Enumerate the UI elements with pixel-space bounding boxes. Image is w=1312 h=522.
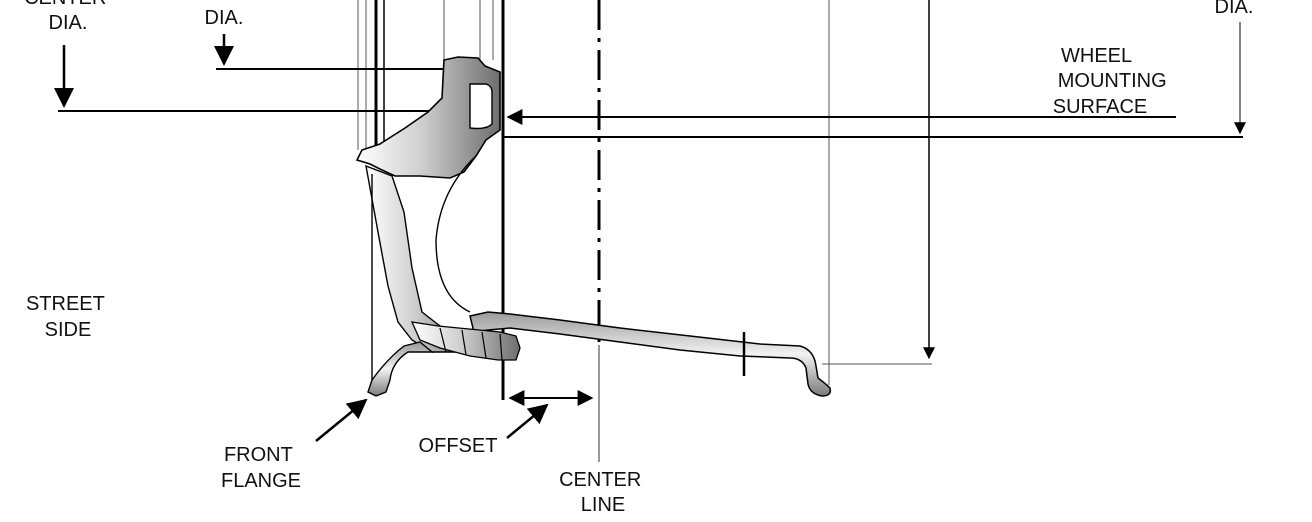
offset-label: OFFSET [419, 435, 498, 457]
offset-leader-arrow [506, 403, 549, 439]
wheel-mounting-surface-label: WHEEL MOUNTING SURFACE [1053, 45, 1172, 118]
right-dia-label: DIA. [1215, 0, 1254, 18]
front-flange-label: FRONT FLANGE [221, 444, 301, 492]
center-line-label: CENTER LINE [559, 469, 647, 516]
street-side-label: STREET SIDE [26, 293, 110, 341]
front-flange-leader-arrow [315, 398, 368, 442]
left-dia-label: DIA. [205, 7, 244, 29]
center-dia-label: CENTER DIA. [24, 0, 112, 34]
wheel-profile [355, 56, 832, 397]
top-vertical-lines [357, 0, 494, 150]
